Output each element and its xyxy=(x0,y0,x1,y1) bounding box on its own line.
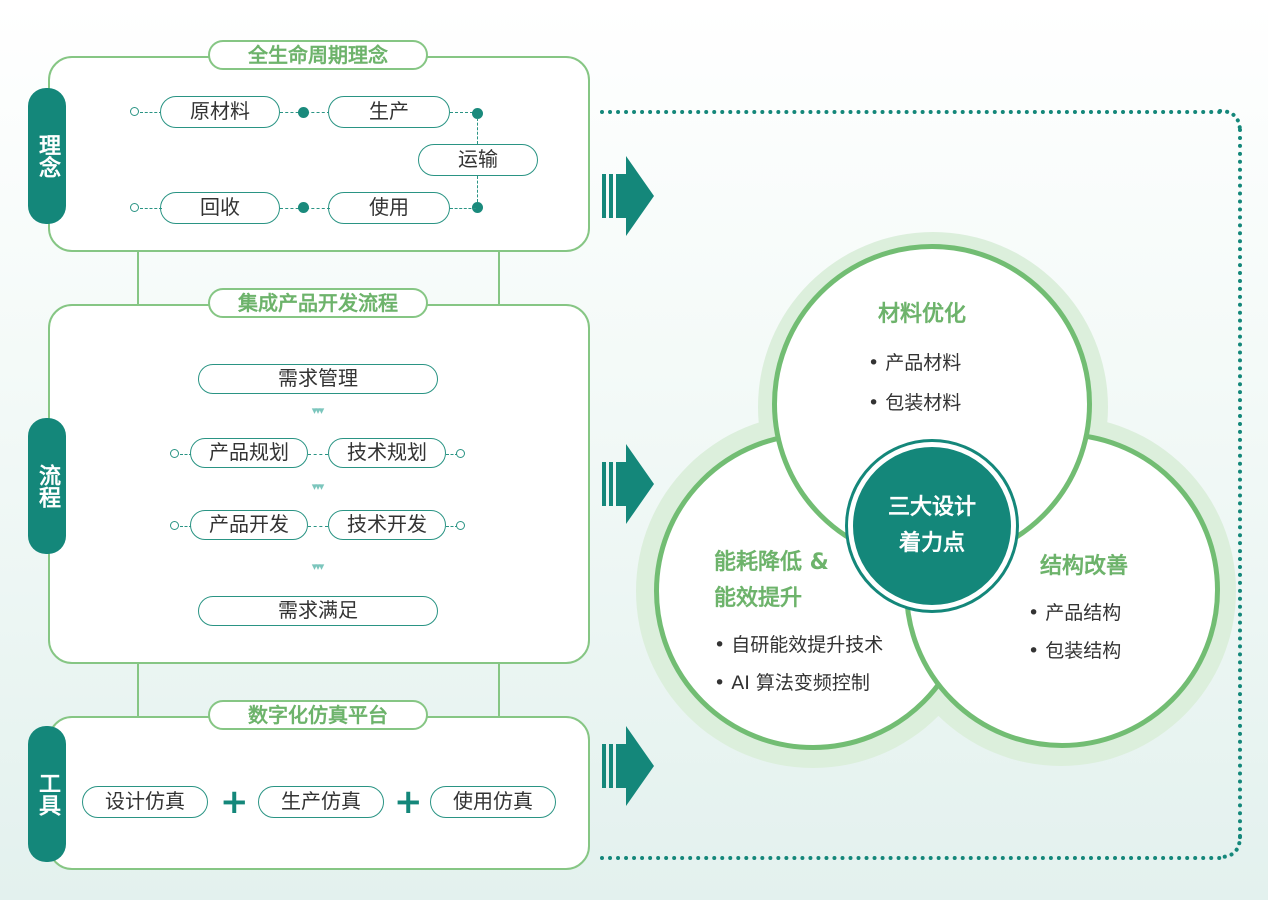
step-tech-dev: 技术开发 xyxy=(328,510,446,540)
arrow-right-icon xyxy=(602,726,654,806)
center-label-line2: 着力点 xyxy=(898,531,965,556)
dotted-frame-bottom xyxy=(600,856,1222,860)
flow-end-node xyxy=(456,449,465,458)
flow-connector xyxy=(140,208,162,209)
connector-rail xyxy=(498,250,500,306)
flow-end-node xyxy=(130,203,139,212)
plus-icon: + xyxy=(220,782,249,822)
dotted-frame-corner xyxy=(1218,109,1242,134)
flow-connector xyxy=(180,526,192,527)
step-requirement-met: 需求满足 xyxy=(198,596,438,626)
flow-start-node xyxy=(130,107,139,116)
arrow-right-icon xyxy=(602,156,654,236)
structure-title: 结构改善 xyxy=(1040,554,1129,579)
structure-item: • 产品结构 xyxy=(1028,602,1122,624)
energy-item: • AI 算法变频控制 xyxy=(714,672,870,694)
chevron-down-icon: ▾▾▾ xyxy=(311,404,325,417)
flow-connector xyxy=(450,112,478,113)
flow-connector xyxy=(446,454,458,455)
flow-start-node xyxy=(170,521,179,530)
flow-connector xyxy=(477,118,478,144)
energy-item: • 自研能效提升技术 xyxy=(714,634,884,656)
chevron-down-icon: ▾▾▾ xyxy=(311,480,325,493)
connector-rail xyxy=(137,662,139,718)
design-focus-center: 三大设计 着力点 xyxy=(848,442,1016,610)
step-raw-material: 原材料 xyxy=(160,96,280,128)
plus-icon: + xyxy=(394,782,423,822)
flow-start-node xyxy=(170,449,179,458)
dotted-frame-right xyxy=(1238,128,1242,840)
tab-process: 流程 xyxy=(28,418,66,554)
flow-connector xyxy=(180,454,192,455)
tool-design-sim: 设计仿真 xyxy=(82,786,208,818)
chevron-down-icon: ▾▾▾ xyxy=(311,560,325,573)
step-transport: 运输 xyxy=(418,144,538,176)
materials-item: • 包装材料 xyxy=(868,392,962,414)
step-product-dev: 产品开发 xyxy=(190,510,308,540)
flow-connector xyxy=(450,208,476,209)
step-recycle: 回收 xyxy=(160,192,280,224)
step-tech-plan: 技术规划 xyxy=(328,438,446,468)
step-production: 生产 xyxy=(328,96,450,128)
connector-rail xyxy=(498,662,500,718)
flow-arrow-node xyxy=(472,108,483,119)
flow-connector xyxy=(308,454,328,455)
energy-title-line2: 能效提升 xyxy=(714,586,803,611)
flow-connector xyxy=(477,176,478,202)
lifecycle-title: 全生命周期理念 xyxy=(208,40,428,70)
step-use: 使用 xyxy=(328,192,450,224)
materials-item: • 产品材料 xyxy=(868,352,962,374)
connector-rail xyxy=(137,250,139,306)
flow-end-node xyxy=(456,521,465,530)
center-label-line1: 三大设计 xyxy=(887,495,976,520)
flow-arrow-node xyxy=(472,202,483,213)
arrow-right-icon xyxy=(602,444,654,524)
structure-item: • 包装结构 xyxy=(1028,640,1122,662)
flow-arrow-node xyxy=(298,202,309,213)
flow-connector xyxy=(308,526,328,527)
step-requirement-mgmt: 需求管理 xyxy=(198,364,438,394)
tab-tools: 工具 xyxy=(28,726,66,862)
flow-connector xyxy=(140,112,162,113)
tab-concept: 理念 xyxy=(28,88,66,224)
materials-title: 材料优化 xyxy=(878,302,967,327)
energy-title-line1: 能耗降低 & xyxy=(714,550,829,575)
flow-connector xyxy=(446,526,458,527)
flow-arrow-node xyxy=(298,107,309,118)
dotted-frame-top xyxy=(600,110,1222,114)
step-product-plan: 产品规划 xyxy=(190,438,308,468)
digital-platform-title: 数字化仿真平台 xyxy=(208,700,428,730)
tool-production-sim: 生产仿真 xyxy=(258,786,384,818)
dotted-frame-corner xyxy=(1218,834,1242,859)
ipd-title: 集成产品开发流程 xyxy=(208,288,428,318)
tool-use-sim: 使用仿真 xyxy=(430,786,556,818)
